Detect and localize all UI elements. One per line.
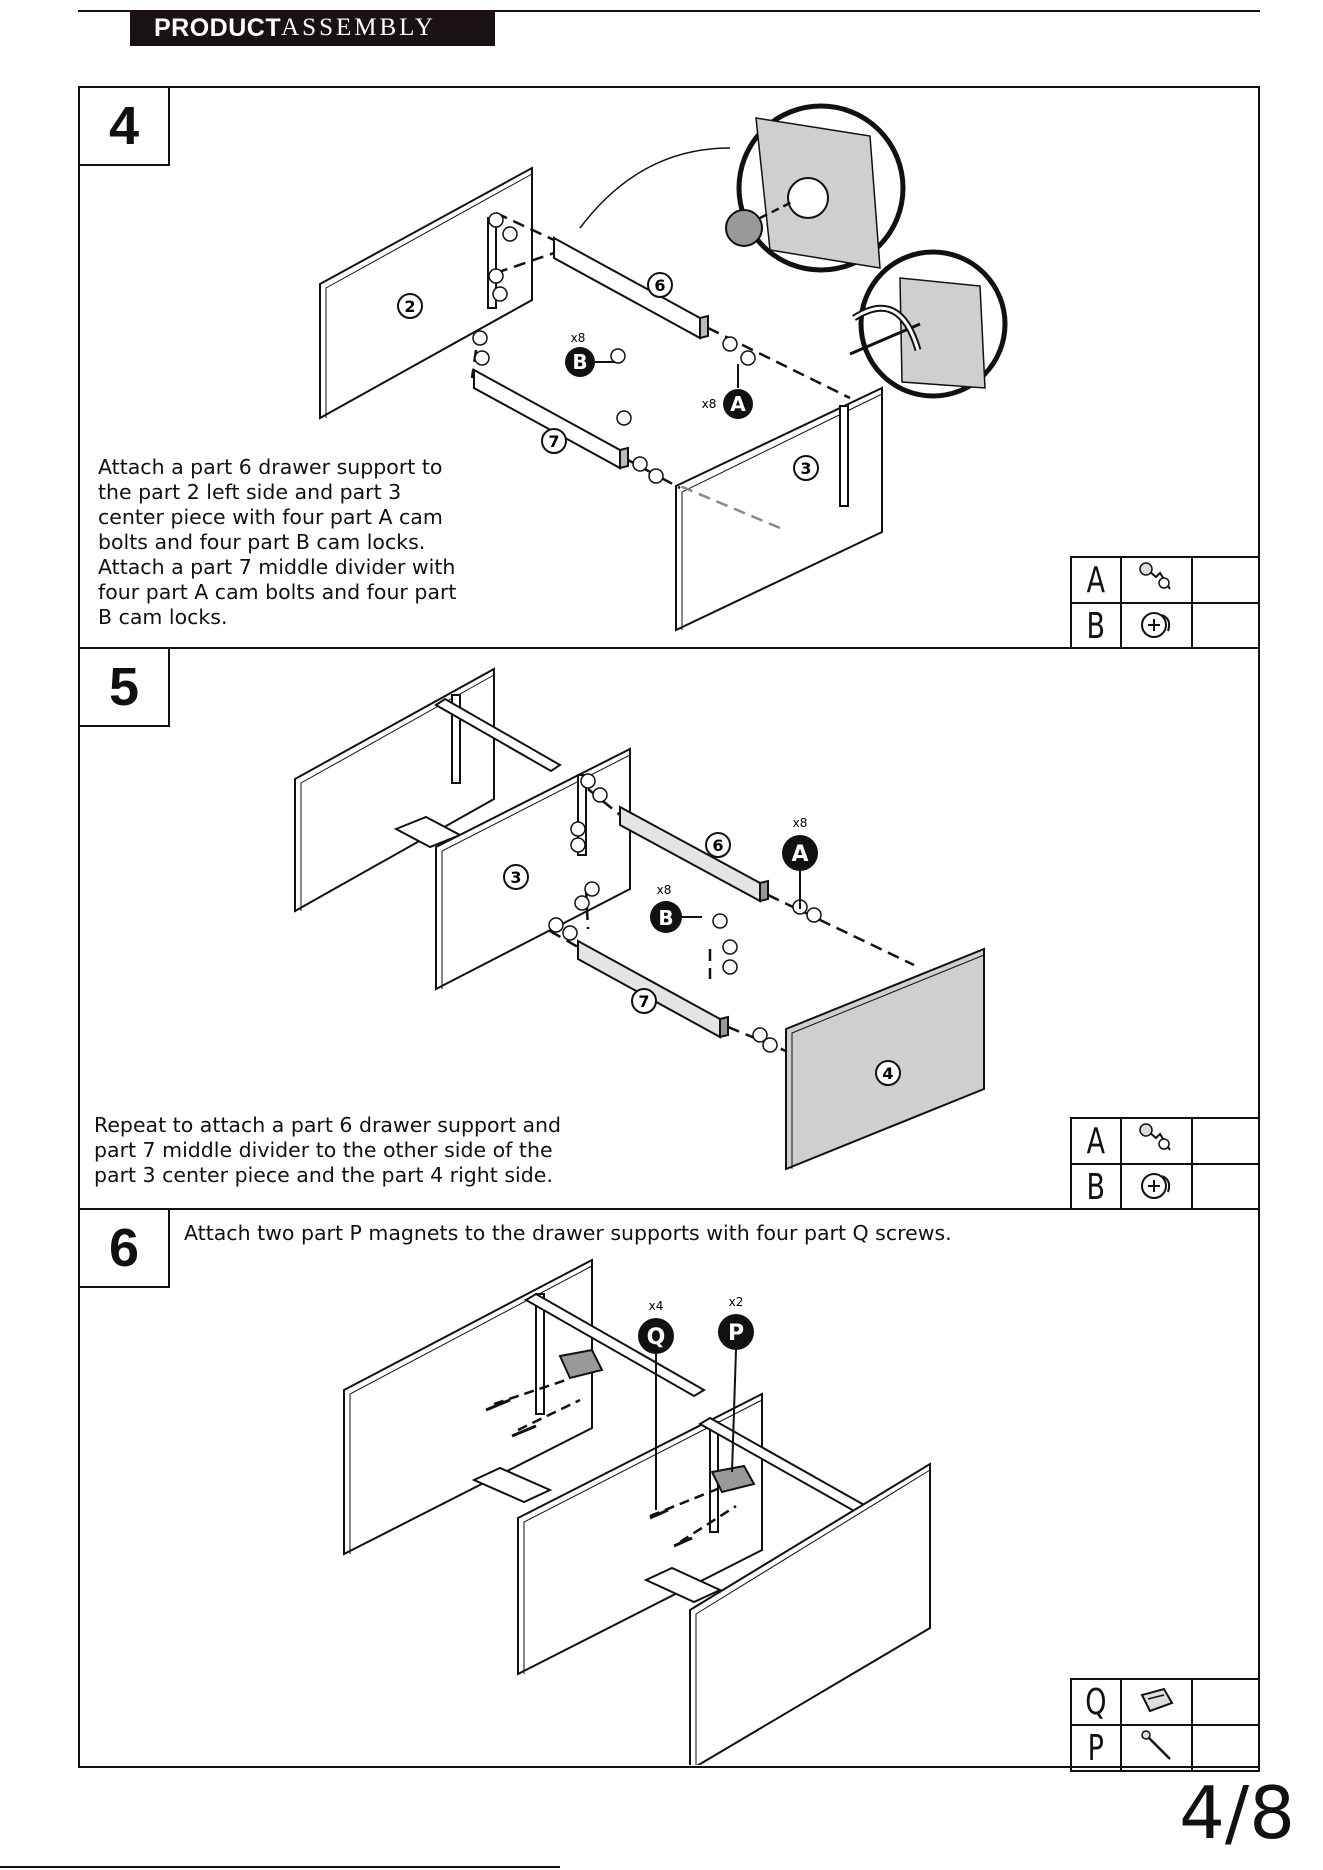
cam-lock-icon [1119, 602, 1194, 650]
step-5-parts-legend: A B [1070, 1117, 1260, 1211]
legend-letter: B [1076, 1163, 1116, 1211]
callout-part-7: 7 [631, 988, 657, 1014]
svg-text:x8: x8 [571, 331, 586, 345]
legend-qty-cell [1191, 556, 1260, 604]
step-6-instruction: Attach two part P magnets to the drawer … [184, 1221, 952, 1245]
bottom-rule [0, 1866, 560, 1868]
callout-part-4: 4 [875, 1060, 901, 1086]
step-number: 6 [80, 1210, 170, 1288]
callout-part-3: 3 [503, 864, 529, 890]
callout-part-6: 6 [647, 272, 673, 298]
svg-text:x8: x8 [702, 397, 717, 411]
legend-letter: A [1076, 556, 1116, 604]
step-5-panel: 5 [78, 647, 1260, 1211]
callout-P: P x2 [718, 1295, 754, 1473]
svg-text:A: A [730, 392, 746, 416]
svg-text:x8: x8 [793, 816, 808, 830]
svg-text:x8: x8 [657, 883, 672, 897]
step-4-parts-legend: A B [1070, 556, 1260, 650]
legend-row-Q: Q [1071, 1678, 1260, 1726]
svg-text:Q: Q [647, 1325, 666, 1350]
step-number: 5 [80, 649, 170, 727]
legend-letter: P [1076, 1724, 1116, 1772]
legend-qty-cell [1191, 1163, 1260, 1211]
screw-icon [1119, 1724, 1194, 1772]
cam-bolt-icon [1119, 1117, 1194, 1165]
step-number: 4 [80, 88, 170, 166]
magnet-icon [1119, 1678, 1194, 1726]
callout-part-6: 6 [705, 832, 731, 858]
header-title-light: ASSEMBLY [281, 14, 436, 41]
legend-qty-cell [1191, 1724, 1260, 1772]
legend-row-P: P [1071, 1724, 1260, 1772]
svg-text:B: B [658, 906, 673, 930]
legend-qty-cell [1191, 1117, 1260, 1165]
step-5-instruction: Repeat to attach a part 6 drawer support… [94, 1113, 562, 1187]
legend-row-B: B [1071, 602, 1260, 650]
header-title-bold: PRODUCT [154, 13, 282, 42]
svg-text:A: A [791, 842, 808, 867]
cam-bolt-icon [1119, 556, 1194, 604]
svg-text:6: 6 [654, 276, 665, 295]
svg-text:4: 4 [882, 1064, 893, 1083]
callout-B: B x8 [650, 883, 702, 933]
legend-row-B: B [1071, 1163, 1260, 1211]
svg-text:6: 6 [712, 836, 723, 855]
callout-part-3: 3 [793, 455, 819, 481]
svg-text:7: 7 [638, 992, 649, 1011]
svg-text:B: B [572, 350, 587, 374]
legend-qty-cell [1191, 1678, 1260, 1726]
callout-part-2: 2 [397, 293, 423, 319]
step-6-illustration: Q x4 P x2 [343, 1258, 931, 1765]
step-4-instruction: Attach a part 6 drawer support to the pa… [98, 455, 457, 629]
svg-text:7: 7 [548, 432, 559, 451]
page-number: 4/8 [1179, 1771, 1295, 1855]
svg-text:x4: x4 [649, 1299, 664, 1313]
step-5-illustration: 6 3 7 4 A x8 B [294, 667, 985, 1171]
step-6-parts-legend: Q P [1070, 1678, 1260, 1772]
cam-lock-icon [1119, 1163, 1194, 1211]
legend-letter: B [1076, 602, 1116, 650]
step-4-illustration: 6 2 7 3 B x8 A [319, 103, 1008, 632]
svg-text:x2: x2 [729, 1295, 744, 1309]
top-rule [78, 10, 1260, 12]
legend-letter: Q [1076, 1678, 1116, 1726]
callout-Q: Q x4 [638, 1299, 674, 1510]
svg-text:2: 2 [404, 297, 415, 316]
svg-text:3: 3 [510, 868, 521, 887]
callout-A: A x8 [782, 816, 818, 909]
svg-text:P: P [728, 1321, 744, 1346]
legend-qty-cell [1191, 602, 1260, 650]
legend-row-A: A [1071, 1117, 1260, 1165]
section-header: PRODUCT ASSEMBLY [130, 10, 495, 46]
svg-text:3: 3 [800, 459, 811, 478]
callout-part-7: 7 [541, 428, 567, 454]
legend-letter: A [1076, 1117, 1116, 1165]
legend-row-A: A [1071, 556, 1260, 604]
callout-B: B x8 [565, 331, 615, 377]
step-6-panel: 6 Attach two part P magnets to the drawe… [78, 1208, 1260, 1772]
callout-A: A x8 [702, 364, 753, 419]
step-4-panel: 4 [78, 86, 1260, 650]
